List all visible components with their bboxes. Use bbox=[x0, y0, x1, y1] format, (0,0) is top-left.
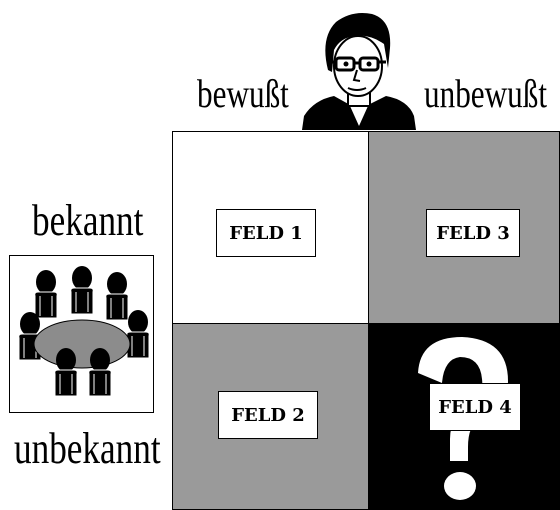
label-bewusst: bewußt bbox=[197, 71, 289, 116]
feld-3-label: FELD 3 bbox=[426, 209, 520, 257]
feld-4-label: FELD 4 bbox=[429, 383, 521, 431]
meeting-illustration bbox=[9, 255, 154, 413]
quadrant-feld-1: FELD 1 bbox=[172, 131, 369, 324]
feld-2-label: FELD 2 bbox=[218, 391, 318, 439]
question-mark-icon bbox=[418, 337, 508, 500]
label-unbewusst: unbewußt bbox=[424, 71, 548, 116]
quadrant-feld-3: FELD 3 bbox=[368, 131, 560, 324]
person-portrait-icon bbox=[300, 8, 418, 130]
johari-window-grid: FELD 1 FELD 3 FELD 2 FELD 4 bbox=[172, 131, 560, 510]
feld-1-label: FELD 1 bbox=[216, 209, 316, 257]
label-unbekannt: unbekannt bbox=[14, 424, 161, 473]
label-bekannt: bekannt bbox=[32, 196, 144, 245]
quadrant-feld-4: FELD 4 bbox=[368, 323, 560, 510]
meeting-table-icon bbox=[18, 265, 150, 397]
quadrant-feld-2: FELD 2 bbox=[172, 323, 369, 510]
